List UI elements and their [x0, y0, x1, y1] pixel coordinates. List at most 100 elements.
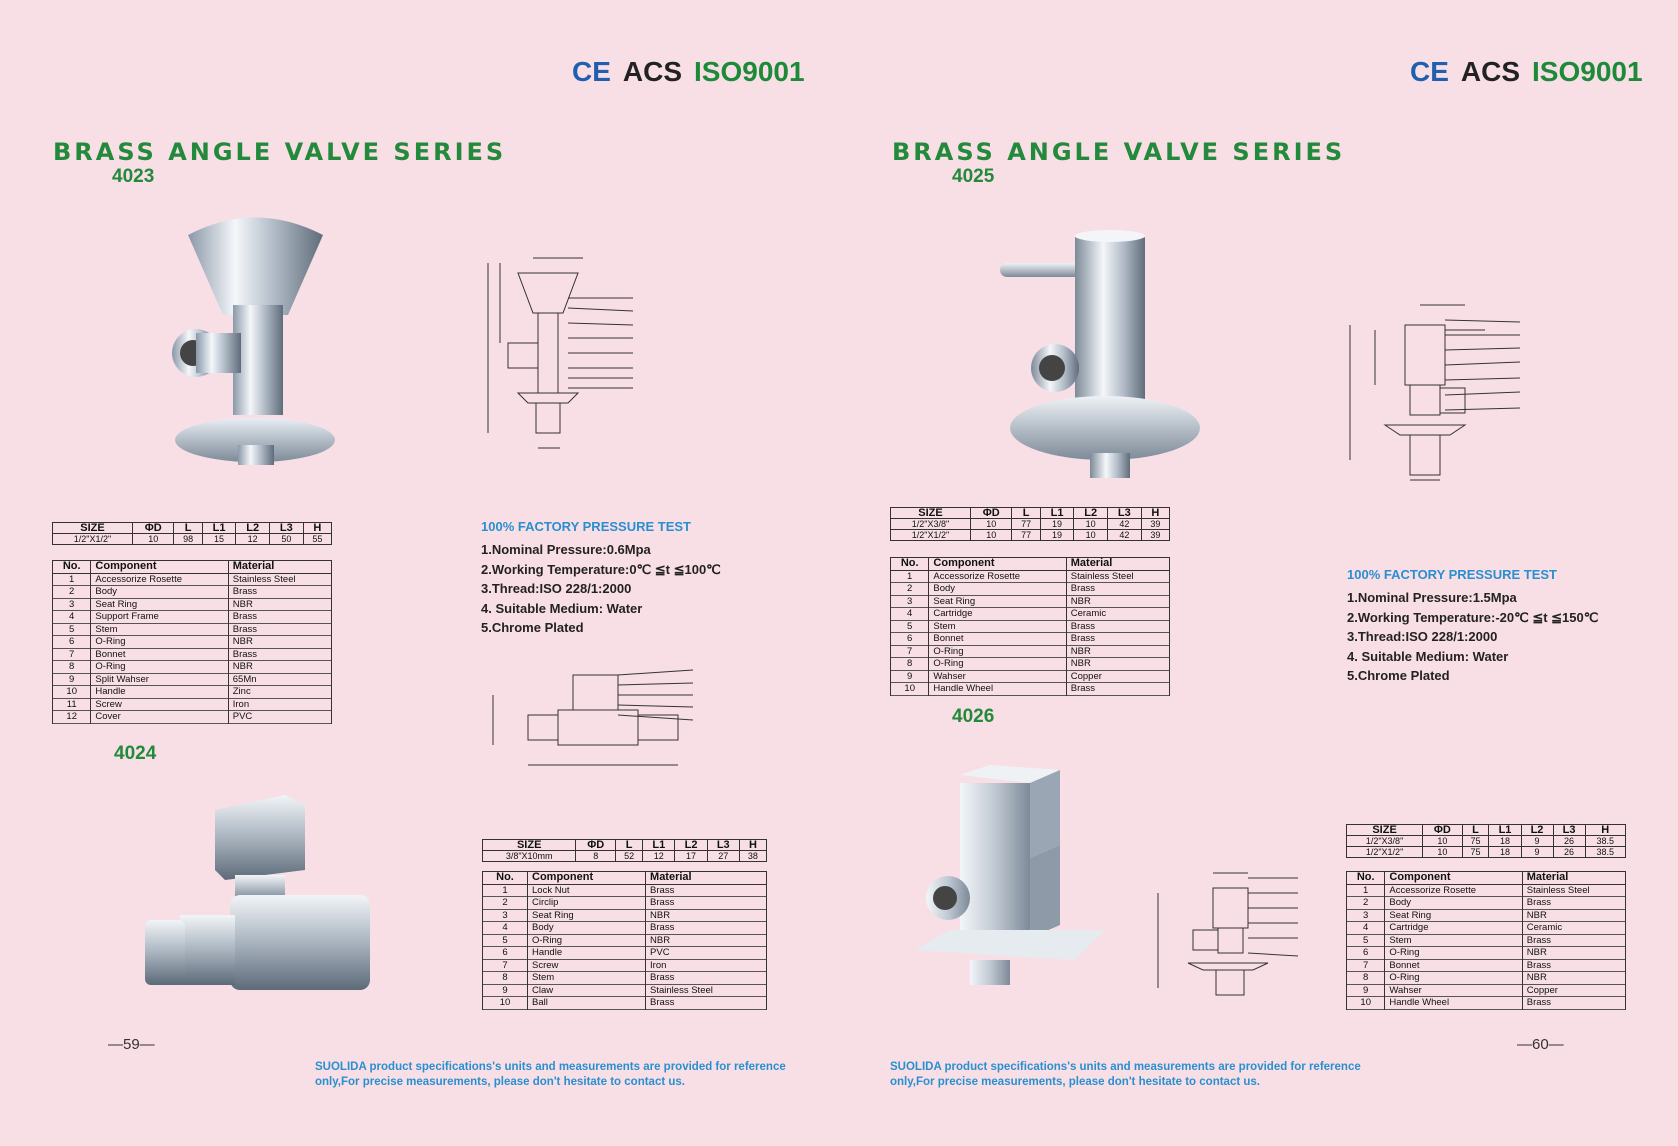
cell: Cover	[90, 710, 229, 723]
test-line: 1.Nominal Pressure:0.6Mpa	[481, 542, 651, 557]
cell: 12	[235, 533, 270, 545]
cell: Accessorize Rosette	[928, 570, 1067, 583]
model-4024: 4024	[114, 743, 157, 764]
test-line: 5.Chrome Plated	[481, 620, 584, 635]
comp-header: Component	[928, 557, 1067, 571]
cell: O-Ring	[928, 645, 1067, 658]
size-header: H	[1584, 824, 1627, 836]
comp-header: No.	[51, 560, 92, 574]
comp-header: Material	[645, 871, 767, 885]
size-header: ΦD	[575, 839, 617, 851]
cell: 1/2"X1/2"	[52, 533, 133, 545]
cell: Support Frame	[90, 610, 229, 623]
cell: O-Ring	[90, 635, 229, 648]
cell: 6	[482, 946, 528, 959]
cell: NBR	[645, 934, 767, 947]
cell: 3	[482, 909, 528, 922]
cell: Handle Wheel	[1384, 996, 1523, 1009]
cell: Ball	[526, 996, 647, 1009]
size-header: L3	[269, 522, 304, 534]
cell: 77	[1011, 529, 1041, 541]
cell: 9	[1520, 846, 1554, 858]
valve-4026-photo	[915, 765, 1105, 985]
cell: Stem	[90, 623, 229, 636]
cell: 10	[482, 996, 528, 1009]
cell: Brass	[645, 971, 767, 984]
table-row: 3/8"X10mm 8 52 12 17 27 38	[481, 850, 768, 862]
cell: Brass	[227, 648, 333, 661]
cell: 38.5	[1584, 846, 1627, 858]
cell: Stem	[928, 620, 1067, 633]
cell: 5	[51, 623, 92, 636]
cell: NBR	[227, 635, 333, 648]
comp-header: Material	[227, 560, 333, 574]
size-header: L1	[642, 839, 676, 851]
page-number-left: —59—	[108, 1036, 155, 1053]
cell: NBR	[1065, 657, 1171, 670]
cell: 19	[1039, 529, 1075, 541]
cell: Seat Ring	[526, 909, 647, 922]
cell: 75	[1461, 835, 1490, 847]
cell: Brass	[1065, 582, 1171, 595]
cell: 1	[482, 884, 528, 897]
cell: 50	[269, 533, 304, 545]
cell: Split Wahser	[90, 673, 229, 686]
ce-mark: CE	[572, 56, 611, 87]
cell: 10	[889, 682, 930, 695]
cell: 65Mn	[227, 673, 333, 686]
comp-header: No.	[1345, 871, 1386, 885]
cell: 11	[51, 698, 92, 711]
cell: 9	[1345, 984, 1386, 997]
cell: Brass	[1065, 632, 1171, 645]
cell: Iron	[227, 698, 333, 711]
cell: 8	[889, 657, 930, 670]
cell: 1/2"X1/2"	[1345, 846, 1424, 858]
size-header: ΦD	[1422, 824, 1463, 836]
model-4026: 4026	[952, 706, 995, 727]
size-header: L1	[1039, 507, 1075, 519]
cell: 10	[1073, 529, 1108, 541]
cell: NBR	[227, 660, 333, 673]
cell: NBR	[1065, 595, 1171, 608]
size-header: L2	[674, 839, 708, 851]
cell: 26	[1552, 846, 1586, 858]
size-header: L	[1011, 507, 1041, 519]
size-header: L3	[706, 839, 740, 851]
cell: 1/2"X3/8"	[1345, 835, 1424, 847]
cell: 12	[51, 710, 92, 723]
cell: 3	[1345, 909, 1386, 922]
disclaimer-right: SUOLIDA product specifications's units a…	[890, 1061, 1361, 1088]
cell: 18	[1488, 835, 1522, 847]
size-table-4026: SIZE ΦD L L1 L2 L3 H 1/2"X3/8" 10 75 18 …	[1345, 824, 1627, 858]
cell: Bonnet	[1384, 959, 1523, 972]
cell: Ceramic	[1065, 607, 1171, 620]
cell: 39	[1140, 518, 1171, 530]
cell: 8	[1345, 971, 1386, 984]
cell: Brass	[227, 623, 333, 636]
cell: Brass	[1065, 620, 1171, 633]
cell: Circlip	[526, 896, 647, 909]
cell: 8	[482, 971, 528, 984]
cell: PVC	[645, 946, 767, 959]
series-title-right: BRASS ANGLE VALVE SERIES	[892, 138, 1346, 166]
cell: 52	[615, 850, 644, 862]
cell: Copper	[1065, 670, 1171, 683]
